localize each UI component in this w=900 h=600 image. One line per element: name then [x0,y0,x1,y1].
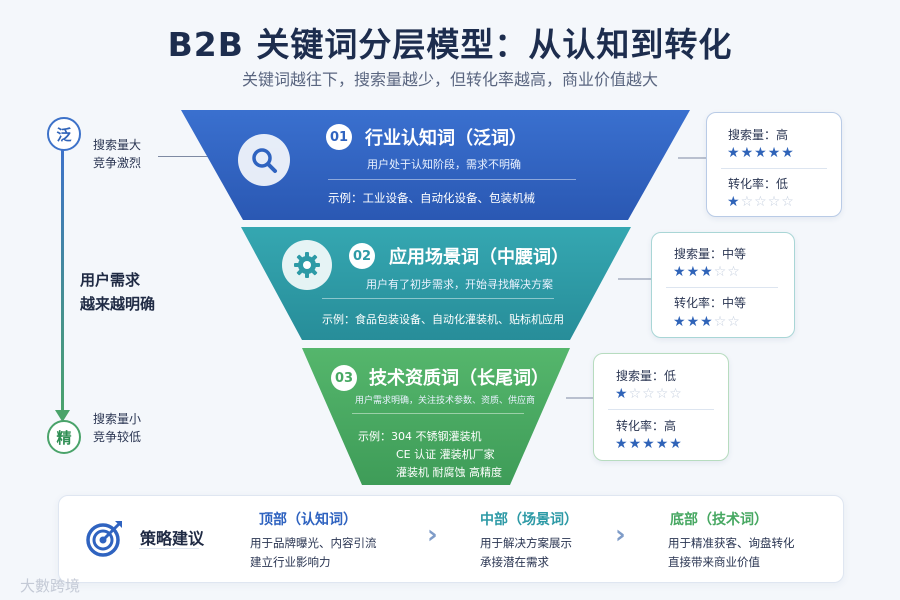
layer-1-description: 用户处于认知阶段，需求不明确 [367,158,521,171]
broad-indicator: 泛 [47,117,81,151]
layer-2-title: 应用场景词（中腰词） [389,247,569,268]
layer-1-divider [328,179,576,180]
star-empty-icon: ☆ [740,194,755,210]
metric-card-2: 搜索量：中等 ★★★☆☆ 转化率：中等 ★★★☆☆ [651,232,795,338]
star-filled-icon: ★ [727,145,741,161]
star-filled-icon: ★ [767,145,782,161]
page-subtitle: 关键词越往下，搜索量越少，但转化率越高，商业价值越大 [241,70,658,89]
star-empty-icon: ☆ [727,264,741,280]
chevron-right-icon: › [615,520,626,550]
specificity-axis-line [61,150,64,415]
gear-icon [282,240,332,290]
metric-card-3: 搜索量：低 ★☆☆☆☆ 转化率：高 ★★★★★ [593,353,729,461]
strategy-middle-line-2: 承接潜在需求 [480,555,549,569]
page-title: B2B 关键词分层模型：从认知到转化 [167,25,733,64]
precise-indicator: 精 [47,420,81,454]
star-empty-icon: ☆ [628,386,643,402]
layer-3-example: 示例：304 不锈钢灌装机 CE 认证 灌装机厂家 灌装机 耐腐蚀 高精度 [358,430,502,479]
layer-1-example: 示例：工业设备、自动化设备、包装机械 [328,191,535,205]
strategy-middle-heading: 中部（场景词） [480,512,578,528]
strategy-top-heading: 顶部（认知词） [259,512,357,528]
layer-2-example: 示例：食品包装设备、自动化灌装机、贴标机应用 [322,313,564,326]
top-note: 搜索量大 竞争激烈 [93,138,142,170]
star-filled-icon: ★ [727,194,741,210]
strategy-top-line-1: 用于品牌曝光、内容引流 [250,536,377,550]
strategy-bottom-line-1: 用于精准获客、询盘转化 [668,536,795,550]
conversion-rate-label: 转化率：中等 [674,296,747,310]
metric-card-1: 搜索量：高 ★★★★★ 转化率：低 ★☆☆☆☆ [706,112,842,217]
funnel-layer-2-shape [241,227,631,340]
axis-arrow-icon [55,410,70,422]
star-filled-icon: ★ [740,145,755,161]
search-volume-label: 搜索量：高 [728,128,789,142]
layer-3-divider [352,413,524,414]
star-filled-icon: ★ [700,314,714,330]
star-empty-icon: ☆ [713,264,728,280]
star-filled-icon: ★ [673,264,687,280]
star-filled-icon: ★ [628,436,643,452]
layer-2-number: 02 [349,243,375,269]
conversion-rate-stars: ★☆☆☆☆ [727,194,795,210]
star-empty-icon: ☆ [727,314,741,330]
conversion-rate-label: 转化率：低 [728,177,789,191]
search-volume-label: 搜索量：中等 [674,247,747,261]
bottom-note: 搜索量小 竞争较低 [93,412,142,444]
star-filled-icon: ★ [669,436,683,452]
search-volume-stars: ★★★★★ [727,145,795,161]
layer-1-number: 01 [326,124,352,150]
star-filled-icon: ★ [754,145,768,161]
layer-2-divider [322,298,554,299]
star-empty-icon: ☆ [713,314,728,330]
funnel-layer-1-shape [181,110,690,220]
funnel-layer-3-shape [302,348,570,485]
star-empty-icon: ☆ [642,386,656,402]
conversion-rate-label: 转化率：高 [616,419,677,433]
strategy-panel: 策略建议 顶部（认知词） 用于品牌曝光、内容引流 建立行业影响力 › 中部（场景… [58,495,844,583]
search-icon [238,134,290,186]
strategy-bottom-line-2: 直接带来商业价值 [668,555,760,569]
layer-1-title: 行业认知词（泛词） [365,128,527,149]
star-filled-icon: ★ [781,145,795,161]
watermark-logo: 大數跨境 [20,577,81,595]
star-empty-icon: ☆ [655,386,670,402]
search-volume-stars: ★☆☆☆☆ [615,386,683,402]
layer-3-description: 用户需求明确，关注技术参数、资质、供应商 [355,396,536,406]
target-icon [86,521,122,557]
star-filled-icon: ★ [686,314,701,330]
strategy-title: 策略建议 [140,529,205,548]
conversion-rate-stars: ★★★☆☆ [673,314,741,330]
strategy-top-line-2: 建立行业影响力 [250,555,331,569]
star-filled-icon: ★ [615,436,629,452]
star-filled-icon: ★ [700,264,714,280]
layer-3-number: 03 [331,365,357,391]
layer-3-title: 技术资质词（长尾词） [369,368,549,389]
search-volume-stars: ★★★☆☆ [673,264,741,280]
search-volume-label: 搜索量：低 [616,369,677,383]
axis-middle-label: 用户需求 越来越明确 [80,271,156,313]
top-note-connector [158,156,220,157]
star-empty-icon: ☆ [767,194,782,210]
strategy-bottom-heading: 底部（技术词） [670,512,768,528]
star-filled-icon: ★ [686,264,701,280]
star-filled-icon: ★ [673,314,687,330]
star-filled-icon: ★ [615,386,629,402]
star-empty-icon: ☆ [781,194,795,210]
conversion-rate-stars: ★★★★★ [615,436,683,452]
layer-2-description: 用户有了初步需求，开始寻找解决方案 [366,278,553,291]
chevron-right-icon: › [427,520,438,550]
star-empty-icon: ☆ [669,386,683,402]
star-empty-icon: ☆ [754,194,768,210]
star-filled-icon: ★ [655,436,670,452]
star-filled-icon: ★ [642,436,656,452]
strategy-middle-line-1: 用于解决方案展示 [480,536,572,550]
